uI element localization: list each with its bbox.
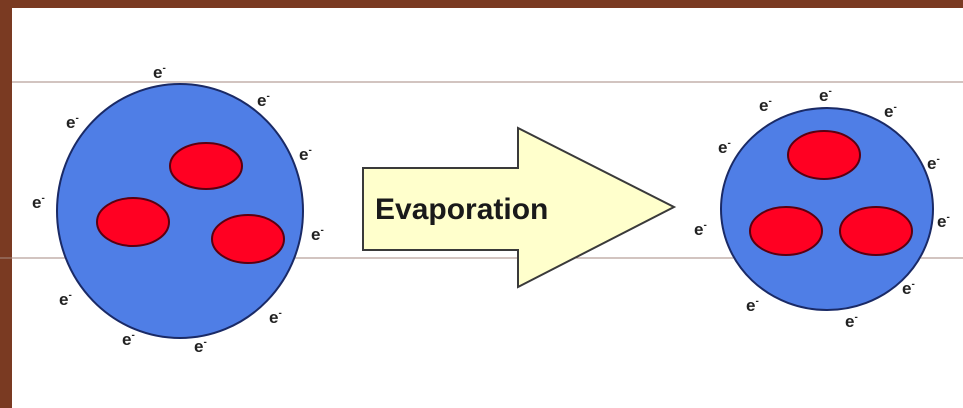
ion-before-1 [170,143,242,189]
ion-after-1 [788,131,860,179]
ion-after-2 [750,207,822,255]
droplet-before-body [57,84,303,338]
ion-before-3 [212,215,284,263]
ion-before-2 [97,198,169,246]
ion-after-3 [840,207,912,255]
arrow-label: Evaporation [375,193,548,226]
